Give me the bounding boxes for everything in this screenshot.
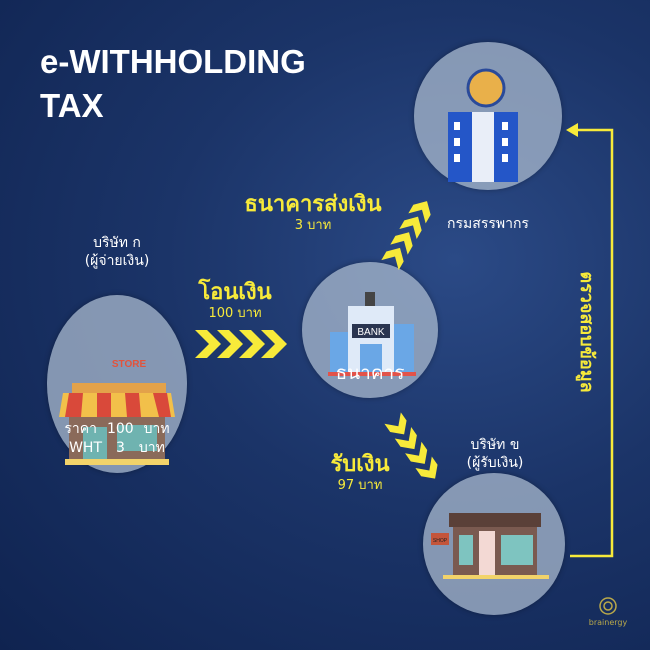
revenue-dept-label: กรมสรรพากร	[447, 216, 529, 232]
bank-circle: BANK ธนาคาร	[302, 262, 438, 398]
payee-role: (ผู้รับเงิน)	[466, 455, 524, 471]
price-label: ราคา	[64, 421, 97, 437]
title-line-1: e-WITHHOLDING	[40, 43, 306, 80]
government-building-icon	[448, 68, 518, 182]
chevron-arrow-up-right-icon	[381, 201, 431, 271]
revenue-dept-circle	[414, 42, 562, 190]
payer-name: บริษัท ก	[93, 235, 141, 251]
chevron-arrow-down-right-icon	[384, 412, 438, 479]
payee-circle: SHOP	[423, 473, 565, 615]
payee-name: บริษัท ข	[470, 437, 520, 453]
bank-building-icon: BANK	[328, 292, 416, 376]
payer-amounts: ราคา 100 บาท WHT 3 บาท	[57, 420, 177, 458]
bank-label: ธนาคาร	[335, 362, 405, 384]
payee-heading: บริษัท ข (ผู้รับเงิน)	[440, 436, 550, 472]
bank-send-label: ธนาคารส่งเงิน	[244, 192, 382, 217]
payer-circle: STORE	[47, 295, 187, 473]
arrow-head-icon	[566, 123, 578, 137]
page-title: e-WITHHOLDING TAX	[40, 40, 306, 128]
price-unit: บาท	[143, 421, 170, 437]
bank-sign: BANK	[357, 327, 385, 338]
wht-unit: บาท	[138, 440, 165, 456]
receive-amount: 97 บาท	[337, 478, 383, 493]
store-icon: STORE	[59, 359, 175, 465]
shop-icon: SHOP	[431, 513, 549, 579]
transfer-amount: 100 บาท	[208, 306, 262, 321]
brand-logo: brainergy	[588, 596, 628, 627]
title-line-2: TAX	[40, 87, 104, 124]
store-sign: STORE	[112, 359, 147, 370]
receive-label-group: รับเงิน 97 บาท	[320, 452, 400, 494]
receive-label: รับเงิน	[330, 452, 390, 477]
verify-arrow	[566, 123, 614, 558]
chevron-arrow-right-icon	[195, 330, 287, 358]
shop-sign: SHOP	[433, 538, 448, 544]
price-value: 100	[106, 421, 134, 437]
wht-value: 3	[116, 440, 125, 456]
transfer-label: โอนเงิน	[198, 280, 272, 305]
payer-role: (ผู้จ่ายเงิน)	[84, 253, 150, 269]
bank-send-label-group: ธนาคารส่งเงิน 3 บาท	[238, 192, 388, 234]
verify-label: ตรวจสอบข้อมูล	[576, 271, 597, 393]
bank-send-amount: 3 บาท	[294, 218, 332, 233]
wht-label: WHT	[69, 440, 102, 456]
transfer-label-group: โอนเงิน 100 บาท	[185, 280, 285, 322]
brand-name: brainergy	[588, 618, 628, 627]
payer-heading: บริษัท ก (ผู้จ่ายเงิน)	[57, 234, 177, 270]
brainergy-logo-icon	[599, 597, 617, 615]
